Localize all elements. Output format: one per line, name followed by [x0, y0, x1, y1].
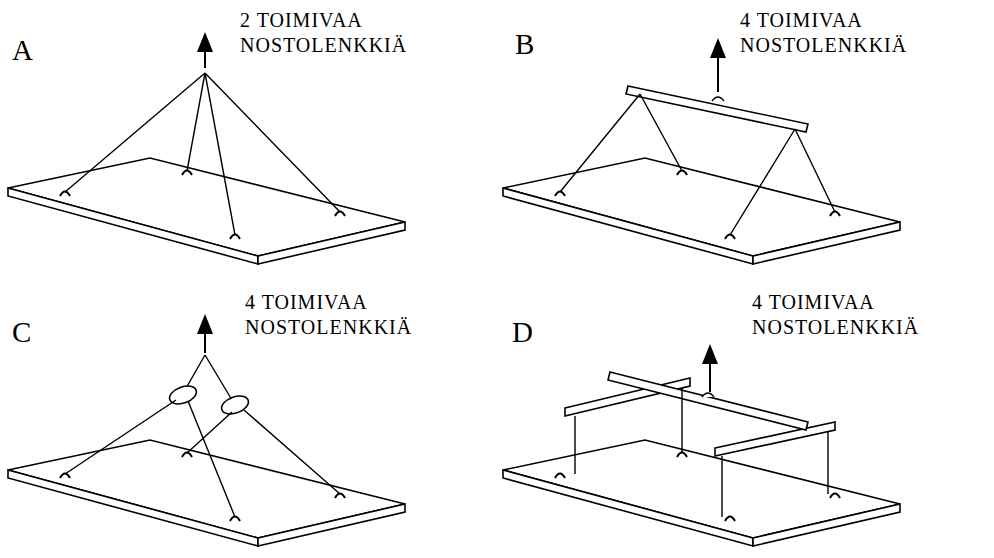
sling-count-note: 4 TOIMIVAA NOSTOLENKKIÄ — [740, 8, 955, 58]
panel-b — [503, 48, 900, 264]
sling-count-note: 4 TOIMIVAA NOSTOLENKKIÄ — [752, 290, 967, 340]
panel-a — [8, 42, 405, 264]
sling-count-note: 4 TOIMIVAA NOSTOLENKKIÄ — [245, 290, 460, 340]
panel-letter: C — [12, 316, 31, 348]
panel-letter: D — [512, 316, 533, 348]
panel-letter: A — [12, 34, 33, 66]
sling-count-note: 2 TOIMIVAA NOSTOLENKKIÄ — [240, 8, 455, 58]
panel-letter: B — [515, 28, 534, 60]
panel-c — [8, 324, 405, 546]
panel-d — [503, 354, 900, 546]
